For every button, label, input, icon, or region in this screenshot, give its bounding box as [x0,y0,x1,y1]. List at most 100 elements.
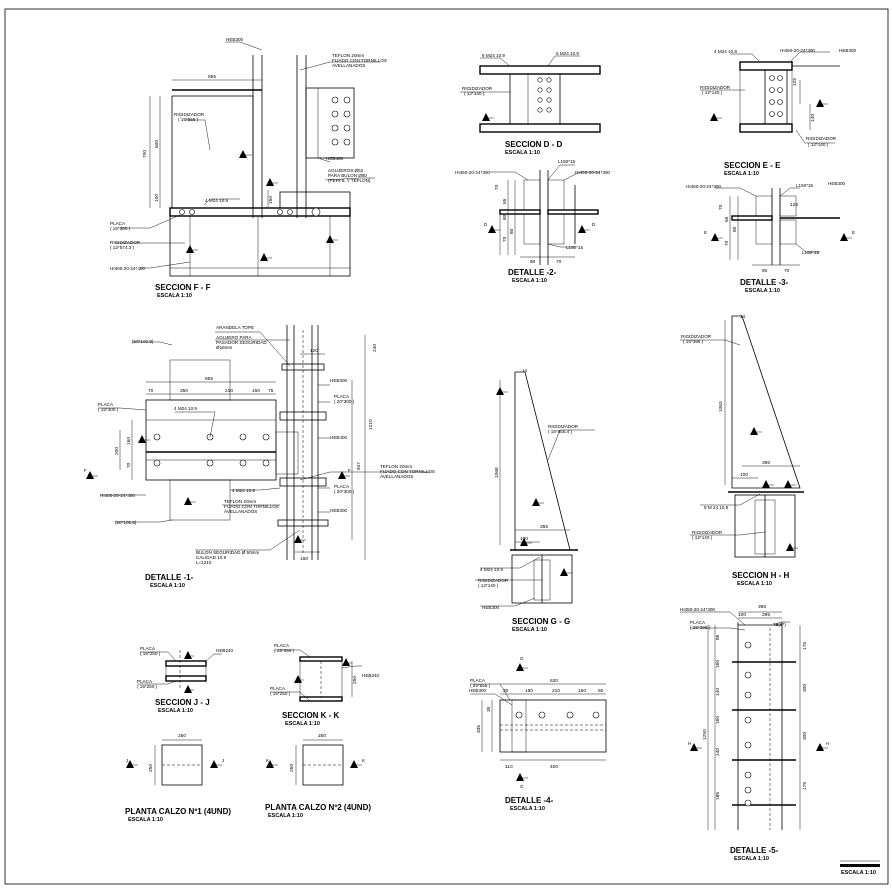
d1-dim: 120 [310,348,318,354]
d5-note: ( 25*395 ) [690,625,711,630]
ff-note: FIJADO CON TORNILLOS [332,58,387,63]
ff-note: RIGIDIZADOR [110,240,141,245]
d5-dim: 160 [715,716,721,724]
d2-dim: 80 [509,228,515,234]
pc1-dim: 250 [178,733,186,739]
d1-note: PASADOR SEGURIDAD [216,340,267,345]
d2-note: D [484,222,488,227]
d1-dim: 240 [372,344,378,352]
jj-scale: ESCALA 1:10 [158,708,193,714]
d1-dim: 947 [356,462,362,470]
d5-dim: 85 [715,634,721,640]
d1-dim: 1210 [368,419,374,430]
d4-note: ( 25*555 ) [470,683,491,688]
jj-note: ( 15*250 ) [137,684,158,689]
d1-dim: 160 [126,437,132,445]
kk-note: HEB240 [362,673,380,678]
ee-note: 4 M24 10.9 [714,49,737,54]
hh-note: ( 12*140 ) [692,535,713,540]
d5-title: DETALLE -5- [730,846,779,855]
d5-note: H [826,741,829,746]
gg-note: 4 M24 10.9 [480,567,503,572]
detail-4: PLACA ( 25*555 ) HEB300 G G 620 30 150 2… [469,656,607,812]
d1-note: F [84,468,87,473]
kk-note: PLACA [274,643,290,648]
d4-note: G [520,784,524,789]
d1-note: ( 15*300 ) [98,407,119,412]
d1-note: AVELLANADOS [224,509,257,514]
dd-note: 6 M24 10.9 [482,53,505,58]
d2-scale: ESCALA 1:10 [512,278,547,284]
d3-dim: 70 [784,268,790,274]
d5-dim: 1250 [702,729,708,740]
ff-note: HI400-20-24*400 [110,266,145,271]
d1-scale: ESCALA 1:10 [150,583,185,589]
d5-note: HI450-20-24*300 [680,607,715,612]
kk-note: PLACA [270,686,286,691]
d1-note: TEFLON 20mm [224,499,256,504]
pc1-dim: 250 [148,764,154,772]
d5-dim: 160 [715,660,721,668]
ff-note: PARA BULON Ø50 [328,173,367,178]
d4-dim: 210 [552,688,560,694]
d5-dim: 185 [715,792,721,800]
section-h-h: 14 RIGIDIZADOR ( 15*396 ) 8 M 24 10.9 RI… [680,314,804,587]
d3-dim: 125 [790,202,798,208]
d5-note: T5(8*) [773,622,786,627]
d1-note: AVELLANADOS [380,474,413,479]
d4-title: DETALLE -4- [505,796,554,805]
gg-title: SECCION G - G [512,617,570,626]
ff-note: HEB400 [326,156,344,161]
ff-note: RIGIDIZADOR [174,112,205,117]
section-k-k: PLACA ( 15*250 ) HEB240 PLACA ( 15*250 )… [270,643,380,727]
d1-dim: 350 [180,388,188,394]
d3-dim: 70 [724,240,730,246]
ff-dim: 600 [154,140,160,148]
d5-dim: 295 [762,612,770,618]
ff-scale: ESCALA 1:10 [157,293,192,299]
plan-shim-2: K K 250 250 PLANTA CALZO Nº2 (4UND) ESCA… [265,733,371,819]
d3-note: L150*15 [802,250,820,255]
d4-dim: 150 [525,688,533,694]
d1-note: CALIDAD 10.9 [196,555,227,560]
gg-note: RIGIDIZADOR [478,578,509,583]
ee-scale: ESCALA 1:10 [724,171,759,177]
d2-note: L150*15 [566,245,584,250]
d1-dim: 70 [148,388,154,394]
d3-note: L150*15 [796,183,814,188]
d1-title: DETALLE -1- [145,573,194,582]
detail-5: HI450-20-24*300 PLACA ( 25*395 ) T5(8*) … [680,604,829,862]
d2-note: D [592,222,596,227]
d1-note: ( 20*300 ) [334,399,355,404]
d1-note: HEB300 [330,508,348,513]
hh-note: ( 15*396 ) [683,339,704,344]
ff-note: (PERFIL Y TEFLON) [328,178,371,183]
kk-title: SECCION K - K [282,711,340,720]
d1-note: HEB300 [330,378,348,383]
d3-dim: 70 [718,204,724,210]
ee-note: RIGIDIZADOR [700,85,731,90]
ff-note: ( 15*300 ) [110,226,131,231]
ff-dim: 150 [268,196,274,204]
d4-dim: 35 [486,706,492,712]
pc1-title: PLANTA CALZO Nº1 (4UND) [125,807,231,816]
gg-note: RIGIDIZADOR [548,424,579,429]
d1-dim: 855 [205,376,213,382]
d1-note: BULON SEGURIDAD Ø 50mm [196,550,259,555]
gg-dim: 1068 [494,467,500,478]
ff-note: AVELLANADOS [332,63,365,68]
d1-note: (50*100.8) [132,339,154,344]
d1-dim: 150 [252,388,260,394]
scale-bar: ESCALA 1:10 [840,860,880,876]
ee-dim: 125 [792,78,798,86]
d1-note: FIJADO CON TORNILLOS [380,469,435,474]
d1-note: HI400-20-24*400 [100,493,135,498]
gg-dim: 100 [520,536,528,542]
d1-dim: 160 [300,556,308,562]
d1-note: HEB400 [330,435,348,440]
scale-bar-label: ESCALA 1:10 [841,870,876,876]
jj-note: ( 15*250 ) [140,651,161,656]
scale-bar-graphic [840,864,880,867]
d5-dim: 175 [802,642,808,650]
